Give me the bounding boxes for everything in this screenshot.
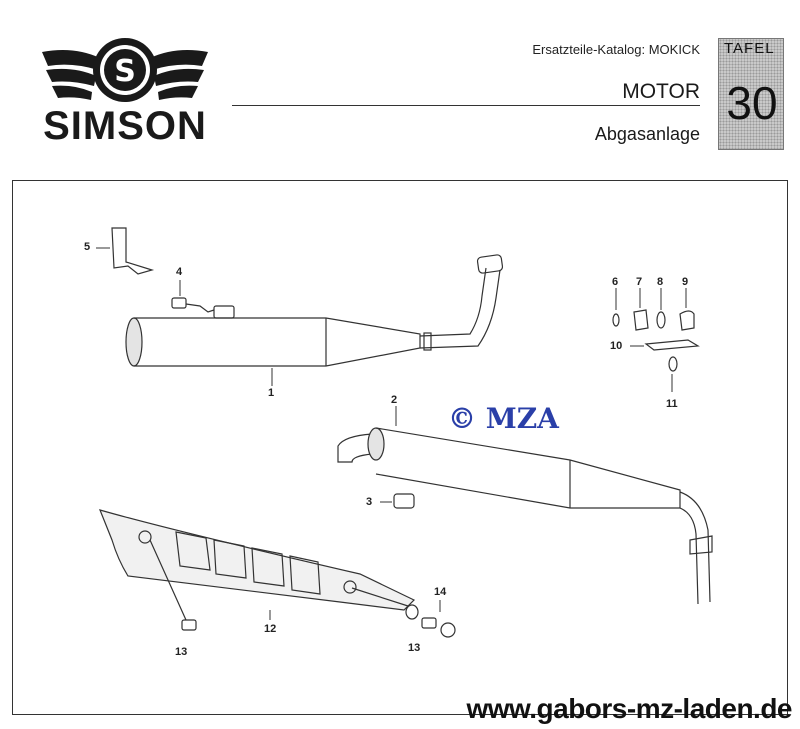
part-number-14: 14	[434, 586, 447, 598]
part-number-13-right: 13	[408, 642, 421, 654]
muffler-part-2	[337, 427, 713, 605]
part-number-5: 5	[84, 241, 91, 253]
section-title: MOTOR	[622, 80, 700, 103]
part-number-3: 3	[366, 496, 373, 508]
part-number-4: 4	[176, 266, 183, 278]
part-number-13-left: 13	[175, 646, 188, 658]
part-number-9: 9	[682, 276, 689, 288]
clip-part-4	[171, 297, 235, 319]
copyright-watermark: © MZA	[448, 402, 559, 435]
part-number-2: 2	[391, 394, 398, 406]
catalog-title: Ersatzteile-Katalog: MOKICK	[532, 42, 700, 57]
tafel-number: 30	[726, 77, 778, 129]
subsection-title: Abgasanlage	[594, 124, 700, 144]
part-number-7: 7	[636, 276, 643, 288]
heat-shield-part-12	[98, 509, 416, 611]
diagram-frame	[12, 180, 788, 715]
part-number-1: 1	[268, 387, 275, 399]
part-number-12: 12	[264, 623, 277, 635]
tafel-badge	[718, 38, 784, 150]
part-number-6: 6	[612, 276, 619, 288]
brand-wordmark: SIMSON	[43, 104, 207, 148]
fasteners-13-14	[149, 539, 456, 638]
bracket-part-5	[111, 227, 155, 275]
footer-url[interactable]: www.gabors-mz-laden.de	[466, 693, 792, 724]
part-number-11: 11	[666, 398, 678, 410]
header-divider	[232, 105, 700, 106]
part-number-10: 10	[610, 340, 623, 352]
muffler-part-1	[125, 254, 504, 367]
small-parts-6-11	[612, 309, 700, 372]
tafel-label: TAFEL	[724, 40, 775, 57]
svg-text:S: S	[114, 54, 136, 89]
leader-lines	[96, 247, 687, 620]
part-number-8: 8	[657, 276, 664, 288]
simson-logo: S	[42, 38, 208, 102]
